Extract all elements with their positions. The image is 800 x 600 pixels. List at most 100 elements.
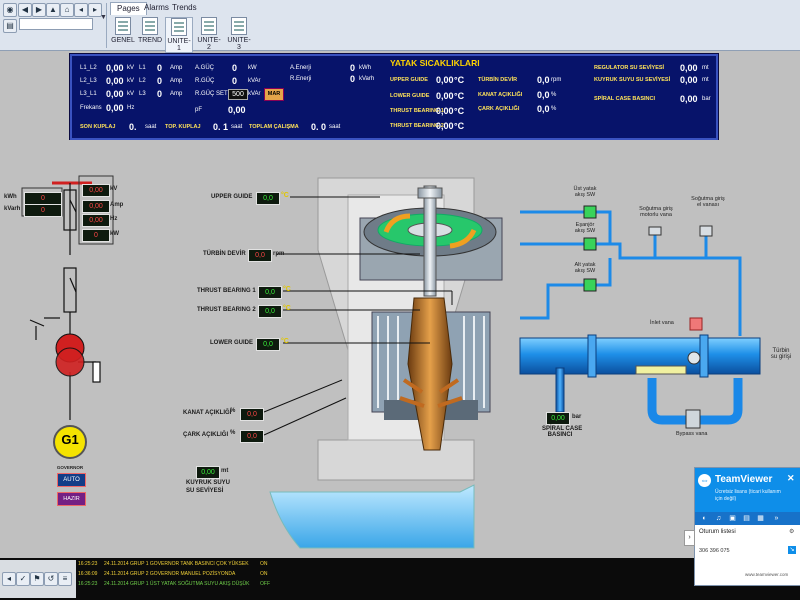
- mimic-graphics: [21, 175, 761, 549]
- print-icon[interactable]: ▤: [3, 19, 17, 33]
- file-transfer-icon[interactable]: ▤: [743, 515, 750, 522]
- more-icon[interactable]: »: [774, 515, 779, 522]
- teamviewer-url[interactable]: www.teamviewer.com: [745, 572, 789, 577]
- inlet-valve-disc: [687, 351, 701, 365]
- session-action-icon[interactable]: ↘: [788, 546, 796, 554]
- label-l3: L3: [139, 91, 146, 97]
- value-top-kuplaj-count: 1: [223, 122, 229, 132]
- hazir-button[interactable]: HAZIR: [57, 492, 86, 506]
- unit-degc: °C: [454, 106, 465, 116]
- unit-saat: saat: [329, 124, 341, 130]
- unit-percent: %: [551, 92, 557, 98]
- label-line: Eşanjör: [575, 222, 595, 228]
- unit-kwh: kWh: [359, 65, 371, 71]
- unit-degc: °C: [283, 305, 291, 312]
- session-id[interactable]: 306 396 075: [699, 548, 730, 554]
- label-turbin-devir: TÜRBİN DEVİR: [478, 77, 518, 83]
- unit-degc: °C: [281, 338, 289, 345]
- ribbon-divider: [106, 3, 107, 48]
- page-thumbnail-icon: [171, 18, 187, 36]
- label-line: Alt yatak: [574, 262, 596, 268]
- page-selector-combo[interactable]: [19, 18, 93, 30]
- license-text: için değil): [715, 496, 737, 502]
- value-cark-acikligi: 0,0: [537, 104, 550, 114]
- alarm-time: 16:25:23: [78, 561, 98, 567]
- governor-label: GOVERNOR: [56, 465, 84, 470]
- page-button-genel[interactable]: GENEL: [110, 17, 136, 44]
- unit-degc: °C: [454, 75, 465, 85]
- previous-icon[interactable]: ◂: [74, 3, 88, 17]
- runner-blades: [399, 378, 463, 408]
- label-son-kuplaj: SON KUPLAJ: [80, 124, 116, 130]
- page-button-label: UNITE-2: [197, 37, 221, 51]
- alarm-filter-icon[interactable]: ⚑: [30, 572, 44, 586]
- page-button-unite-2[interactable]: UNITE-2: [196, 17, 222, 51]
- ribbon-collapse-icon[interactable]: ▼: [100, 14, 107, 21]
- app-menu-icon[interactable]: ◉: [3, 3, 17, 17]
- alarm-date: 24.11.2014: [104, 581, 129, 587]
- turbine-runner: [407, 297, 453, 451]
- page-button-unite-1[interactable]: UNITE-1: [165, 17, 193, 53]
- page-thumbnail-icon: [142, 17, 158, 35]
- rguc-set-input[interactable]: 500: [228, 89, 248, 100]
- value-turbin-devir: 0,0: [537, 75, 550, 85]
- alarm-state: ON: [260, 571, 268, 577]
- value-aguc: 0: [232, 63, 238, 73]
- tab-pages[interactable]: Pages: [110, 2, 147, 15]
- value-l1-l2: 0,00: [106, 63, 124, 73]
- teamviewer-collapse-icon[interactable]: ›: [684, 530, 695, 546]
- up-icon[interactable]: ▲: [46, 3, 60, 17]
- label-kanat-acikligi: KANAT AÇIKLIĞI: [183, 410, 232, 416]
- gear-icon[interactable]: ⚙: [789, 529, 795, 535]
- back-icon[interactable]: ◀: [18, 3, 32, 17]
- label-line: su girişi: [770, 354, 792, 360]
- penstock-flange: [699, 334, 709, 378]
- unit-percent: %: [230, 408, 236, 414]
- alarm-prev-icon[interactable]: ◂: [2, 572, 16, 586]
- alarm-time: 16:25:23: [78, 581, 98, 587]
- close-icon[interactable]: ✕: [787, 473, 795, 483]
- label-l1-l2: L1_L2: [80, 65, 97, 71]
- label-lower-guide: LOWER GUIDE: [210, 340, 253, 346]
- tab-trends[interactable]: Trends: [172, 3, 197, 12]
- audio-icon[interactable]: ♫: [715, 515, 722, 522]
- alarm-ack-icon[interactable]: ✓: [16, 572, 30, 586]
- unit-amp: Amp: [170, 65, 183, 71]
- single-line-diagram: [29, 181, 101, 420]
- alarm-menu-icon[interactable]: ≡: [58, 572, 72, 586]
- chat-icon[interactable]: ▣: [729, 515, 736, 522]
- page-button-trend[interactable]: TREND: [137, 17, 163, 44]
- auto-button[interactable]: AUTO: [57, 473, 86, 487]
- teamviewer-logo-icon: ⇔: [698, 474, 711, 487]
- unit-kw: kW: [248, 65, 257, 71]
- label-line: SPİRAL CASE: [542, 426, 583, 432]
- alarm-state: OFF: [260, 581, 270, 587]
- alarm-reset-icon[interactable]: ↺: [44, 572, 58, 586]
- unit-percent: %: [551, 106, 557, 112]
- whiteboard-icon[interactable]: ▦: [757, 515, 764, 522]
- transformer-circle: [55, 347, 85, 377]
- unit-hz: Hz: [110, 216, 118, 222]
- next-icon[interactable]: ▸: [88, 3, 102, 17]
- page-thumbnail-icon: [201, 17, 217, 35]
- unit-amp: Amp: [170, 78, 183, 84]
- mar-button[interactable]: MAR: [264, 88, 284, 101]
- forward-icon[interactable]: ▶: [32, 3, 46, 17]
- leader-lines: [263, 196, 453, 436]
- unit-kv: kV: [127, 91, 135, 97]
- cooling-water-pipes: [520, 210, 742, 336]
- teamviewer-title: TeamViewer: [715, 474, 773, 485]
- home-icon[interactable]: ⌂: [60, 3, 74, 17]
- generator-g1-symbol: [53, 425, 87, 459]
- label-line: BASINCI: [547, 432, 573, 438]
- page-button-unite-3[interactable]: UNITE-3: [226, 17, 252, 51]
- page-button-label: TREND: [137, 37, 163, 44]
- remote-control-icon[interactable]: ◐: [702, 515, 707, 522]
- flow-switch-esanjor: [583, 237, 597, 251]
- label-line: akış SW: [574, 192, 596, 198]
- tab-alarms[interactable]: Alarms: [144, 3, 169, 12]
